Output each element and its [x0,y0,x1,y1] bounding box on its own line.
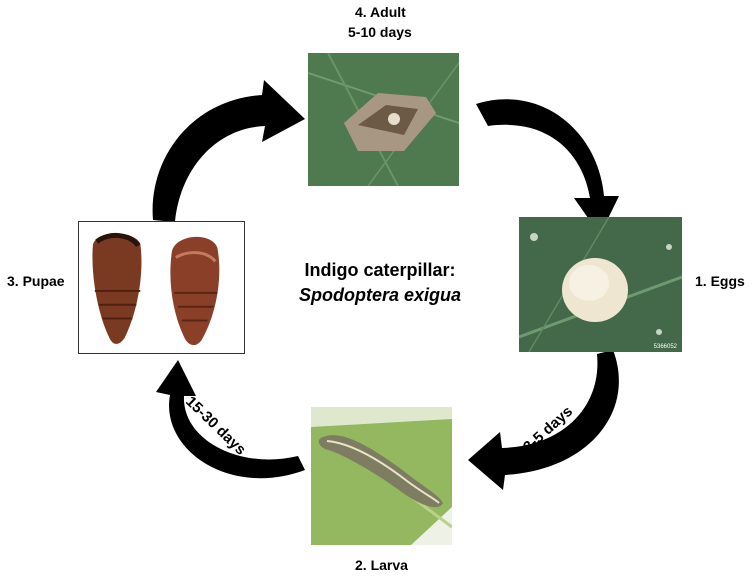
larva-stage-label: 2. Larva [355,557,408,574]
pupae-photo [78,221,245,354]
center-title: Indigo caterpillar: Spodoptera exigua [250,258,510,308]
image-credit-text: 5366052 [654,344,678,350]
adult-duration-label: 5-10 days [348,24,412,41]
arrow-larva-to-pupae [156,360,305,478]
eggs-stage-label: 1. Eggs [695,273,745,290]
pupae-stage-label: 3. Pupae [7,273,65,290]
larva-photo [311,407,452,545]
center-title-species: Spodoptera exigua [250,283,510,308]
arrow-adult-to-eggs [476,99,619,235]
adult-stage-label: 4. Adult [355,4,406,21]
center-title-common-name: Indigo caterpillar: [250,258,510,283]
adult-moth-photo [308,53,459,186]
egg-mass-photo: 5366052 [519,217,682,352]
